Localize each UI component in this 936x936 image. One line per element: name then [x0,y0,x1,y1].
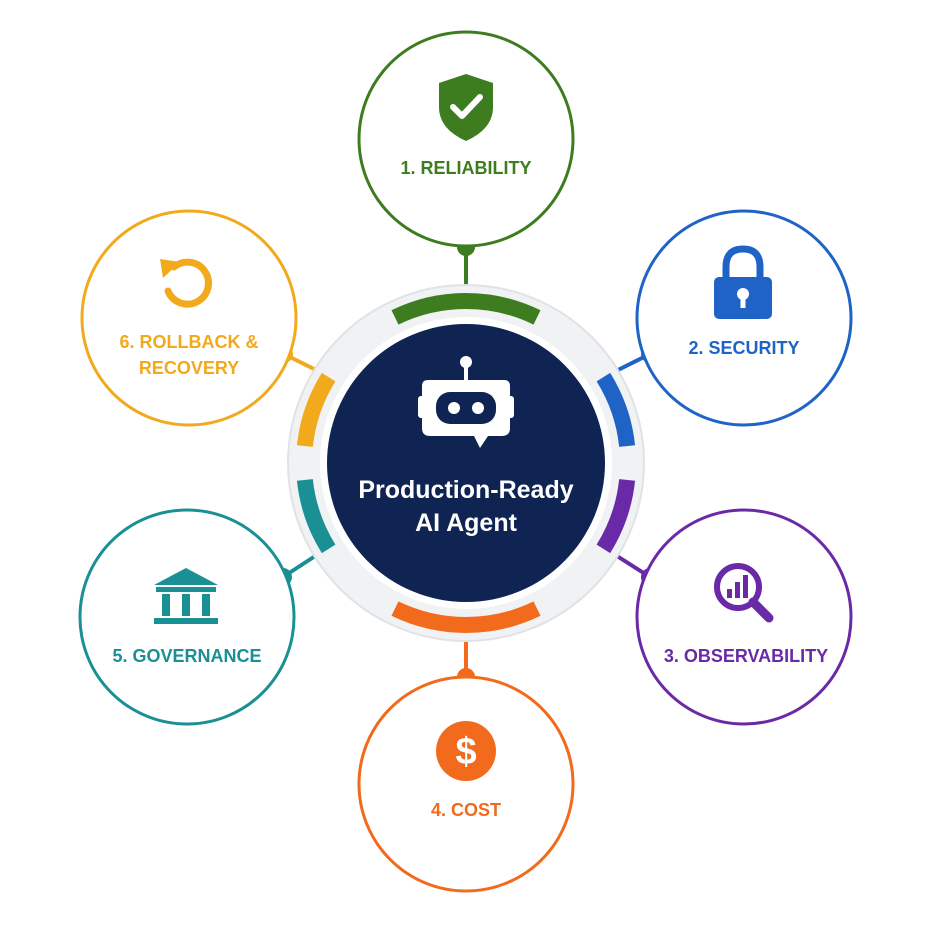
node-rollback-label-line2: RECOVERY [139,358,239,378]
hub-arc-security [596,372,636,448]
hub-arc-reliability [391,293,541,325]
node-reliability-label: 1. RELIABILITY [400,158,531,178]
shield-check-icon [439,74,493,141]
node-cost-ring [357,675,575,893]
node-cost: $ 4. COST [357,675,575,893]
node-governance: 5. GOVERNANCE [78,508,296,726]
hub-core [327,324,605,602]
node-observability: 3. OBSERVABILITY [635,508,853,726]
node-governance-ring [78,508,296,726]
hub-arcs [296,293,636,633]
padlock-icon [714,245,772,319]
institution-icon [154,568,218,624]
hub-title-line2: AI Agent [415,509,518,537]
node-security: 2. SECURITY [635,209,853,427]
hub-arc-cost [391,601,541,633]
node-rollback: 6. ROLLBACK & RECOVERY [80,209,298,427]
hub-arc-rollback [296,372,336,448]
node-security-label: 2. SECURITY [688,338,799,358]
hub-title-line1: Production-Ready [358,476,573,504]
hub: Production-Ready AI Agent [287,284,645,642]
robot-icon [418,356,514,448]
node-observability-ring [635,508,853,726]
node-governance-label: 5. GOVERNANCE [112,646,261,666]
magnifier-chart-icon [714,563,774,623]
node-reliability: 1. RELIABILITY [357,30,575,248]
dollar-coin-icon: $ [436,721,496,781]
hub-arc-observability [596,478,636,554]
node-observability-label: 3. OBSERVABILITY [664,646,828,666]
node-rollback-ring [80,209,298,427]
node-rollback-label-line1: 6. ROLLBACK & [120,332,259,352]
hub-arc-governance [296,478,336,554]
undo-arrow-icon [160,258,212,308]
svg-text:$: $ [455,731,476,773]
node-cost-label: 4. COST [431,800,501,820]
